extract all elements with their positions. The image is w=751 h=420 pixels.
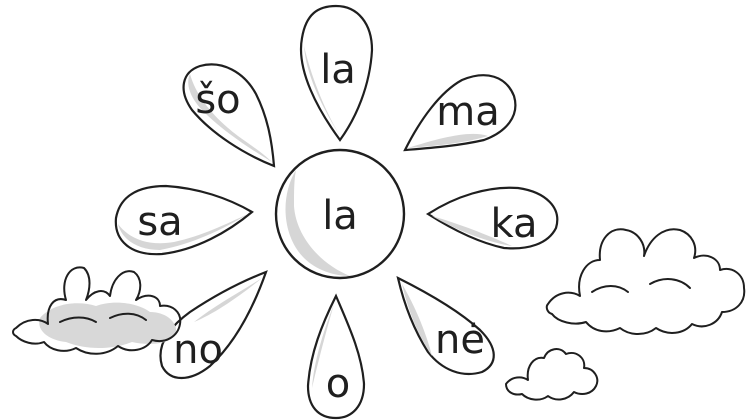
petal-top	[299, 4, 374, 142]
petal-bottom	[306, 293, 366, 420]
petal-top-left-syllable: šo	[195, 77, 241, 123]
petal-top-right-syllable: ma	[436, 89, 500, 135]
petal-bottom-left-syllable: no	[173, 327, 223, 373]
petal-right	[425, 186, 559, 250]
petal-left	[114, 184, 254, 256]
petal-top-syllable: la	[320, 47, 356, 93]
petal-right-syllable: ka	[490, 201, 538, 247]
petal-bottom-left	[159, 270, 268, 380]
petal-bottom-right-syllable: nė	[435, 317, 485, 363]
petal-bottom-syllable: o	[325, 361, 351, 407]
petal-left-syllable: sa	[137, 199, 183, 245]
cloud-right-large	[545, 228, 746, 335]
petal-bottom-right	[396, 275, 495, 376]
flower-center	[274, 148, 406, 280]
petal-top-left	[182, 63, 276, 168]
cloud-right-small	[505, 348, 599, 401]
center-syllable: la	[322, 193, 358, 239]
cloud-left	[12, 266, 182, 355]
petal-top-right	[403, 74, 517, 152]
